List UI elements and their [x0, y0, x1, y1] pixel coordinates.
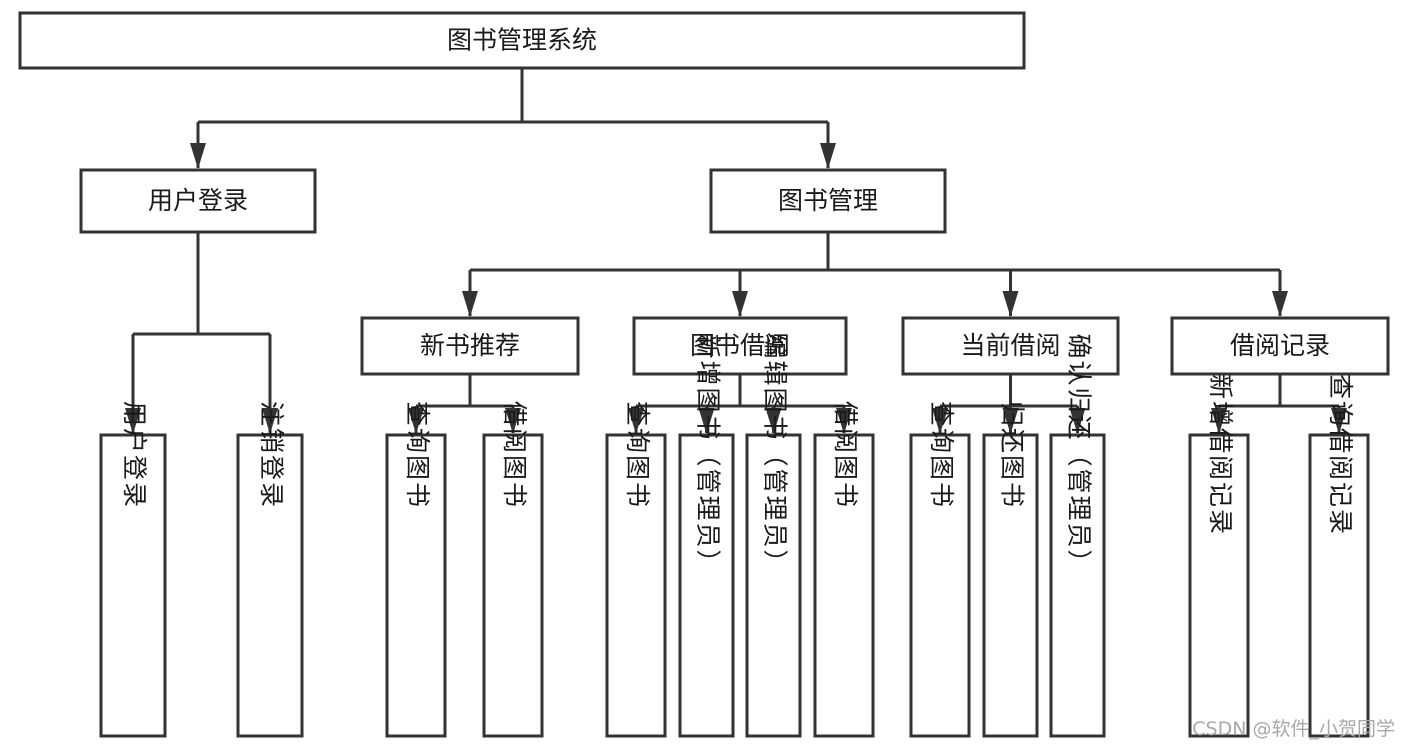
node-leaf-return-book-rect[interactable] — [982, 433, 1039, 738]
node-leaf-query-book-3[interactable]: 查询图书 — [909, 401, 971, 738]
node-current-borrow[interactable]: 当前借阅 — [901, 316, 1120, 376]
node-leaf-add-record-rect[interactable] — [1188, 433, 1250, 738]
node-leaf-add-book-rect[interactable] — [678, 433, 735, 738]
node-leaf-edit-book[interactable]: 编辑图书（管理员） — [745, 333, 802, 738]
node-leaf-return-book[interactable]: 归还图书 — [982, 401, 1039, 738]
arrow-head-icon — [732, 291, 748, 317]
arrow-head-icon — [462, 291, 478, 317]
node-new-book-recommend-label: 新书推荐 — [420, 331, 520, 360]
arrow-head-icon — [820, 143, 836, 169]
node-leaf-edit-book-label: 编辑图书（管理员） — [761, 333, 790, 576]
node-leaf-user-login-label: 用户登录 — [120, 401, 149, 509]
node-leaf-borrow-book-1-rect[interactable] — [482, 433, 544, 738]
node-leaf-edit-book-rect[interactable] — [745, 433, 802, 738]
node-root-system[interactable]: 图书管理系统 — [18, 11, 1026, 70]
node-leaf-logout[interactable]: 注销登录 — [236, 401, 304, 738]
node-current-borrow-label: 当前借阅 — [960, 331, 1060, 360]
arrow-head-icon — [932, 408, 948, 434]
arrow-head-icon — [1211, 408, 1227, 434]
node-leaf-query-book-1[interactable]: 查询图书 — [385, 401, 447, 738]
arrow-head-icon — [408, 408, 424, 434]
node-leaf-query-book-1-rect[interactable] — [385, 433, 447, 738]
node-leaf-add-book-label: 新增图书（管理员） — [694, 333, 723, 576]
nodes-layer: 图书管理系统用户登录图书管理新书推荐图书借阅当前借阅借阅记录用户登录注销登录查询… — [18, 11, 1390, 738]
node-new-book-recommend-rect[interactable] — [360, 316, 580, 376]
node-book-management-rect[interactable] — [709, 168, 947, 234]
node-leaf-query-record[interactable]: 查询借阅记录 — [1308, 374, 1370, 738]
node-leaf-borrow-book-2[interactable]: 借阅图书 — [813, 401, 875, 738]
node-root-system-rect[interactable] — [18, 11, 1026, 70]
node-leaf-query-book-1-label: 查询图书 — [403, 401, 432, 509]
csdn-watermark: CSDN @软件_小贺同学 — [1192, 718, 1395, 740]
node-root-system-label: 图书管理系统 — [447, 26, 597, 55]
node-borrow-record[interactable]: 借阅记录 — [1170, 316, 1390, 376]
node-current-borrow-rect[interactable] — [901, 316, 1120, 376]
node-leaf-query-book-2-rect[interactable] — [605, 433, 667, 738]
node-user-login[interactable]: 用户登录 — [79, 168, 317, 234]
node-leaf-query-record-label: 查询借阅记录 — [1326, 374, 1355, 536]
node-leaf-logout-rect[interactable] — [236, 433, 304, 738]
node-leaf-borrow-book-1[interactable]: 借阅图书 — [482, 401, 544, 738]
node-book-management-label: 图书管理 — [778, 186, 878, 215]
arrow-head-icon — [698, 408, 715, 434]
arrow-head-icon — [190, 143, 206, 169]
arrow-head-icon — [505, 408, 521, 434]
arrow-head-icon — [125, 408, 141, 434]
node-book-borrow-rect[interactable] — [632, 316, 848, 376]
node-user-login-rect[interactable] — [79, 168, 317, 234]
node-leaf-borrow-book-2-label: 借阅图书 — [831, 401, 860, 509]
node-leaf-confirm-return[interactable]: 确认归还（管理员） — [1049, 333, 1106, 738]
node-leaf-logout-label: 注销登录 — [257, 401, 286, 509]
arrow-head-icon — [1002, 291, 1019, 317]
node-leaf-borrow-book-2-rect[interactable] — [813, 433, 875, 738]
arrow-head-icon — [765, 408, 782, 434]
node-leaf-add-record-label: 新增借阅记录 — [1206, 374, 1235, 536]
node-leaf-add-record[interactable]: 新增借阅记录 — [1188, 374, 1250, 738]
node-leaf-confirm-return-label: 确认归还（管理员） — [1065, 333, 1094, 576]
node-leaf-user-login-rect[interactable] — [99, 433, 167, 738]
node-leaf-return-book-label: 归还图书 — [998, 401, 1027, 509]
node-new-book-recommend[interactable]: 新书推荐 — [360, 316, 580, 376]
node-leaf-query-book-3-label: 查询图书 — [927, 401, 956, 509]
node-user-login-label: 用户登录 — [148, 186, 248, 215]
node-book-borrow-label: 图书借阅 — [690, 331, 790, 360]
arrow-head-icon — [836, 408, 852, 434]
arrow-head-icon — [262, 408, 278, 434]
arrow-head-icon — [1331, 408, 1347, 434]
node-leaf-add-book[interactable]: 新增图书（管理员） — [678, 333, 735, 738]
node-borrow-record-label: 借阅记录 — [1230, 331, 1330, 360]
node-leaf-query-book-3-rect[interactable] — [909, 433, 971, 738]
node-leaf-borrow-book-1-label: 借阅图书 — [500, 401, 529, 509]
node-leaf-query-book-2[interactable]: 查询图书 — [605, 401, 667, 738]
node-leaf-query-book-2-label: 查询图书 — [623, 401, 652, 509]
arrow-head-icon — [628, 408, 644, 434]
node-borrow-record-rect[interactable] — [1170, 316, 1390, 376]
node-leaf-confirm-return-rect[interactable] — [1049, 433, 1106, 738]
node-book-borrow[interactable]: 图书借阅 — [632, 316, 848, 376]
connectors-layer — [125, 68, 1347, 434]
node-leaf-query-record-rect[interactable] — [1308, 433, 1370, 738]
node-book-management[interactable]: 图书管理 — [709, 168, 947, 234]
arrow-head-icon — [1069, 408, 1086, 434]
arrow-head-icon — [1002, 408, 1019, 434]
node-leaf-user-login[interactable]: 用户登录 — [99, 401, 167, 738]
arrow-head-icon — [1272, 291, 1288, 317]
